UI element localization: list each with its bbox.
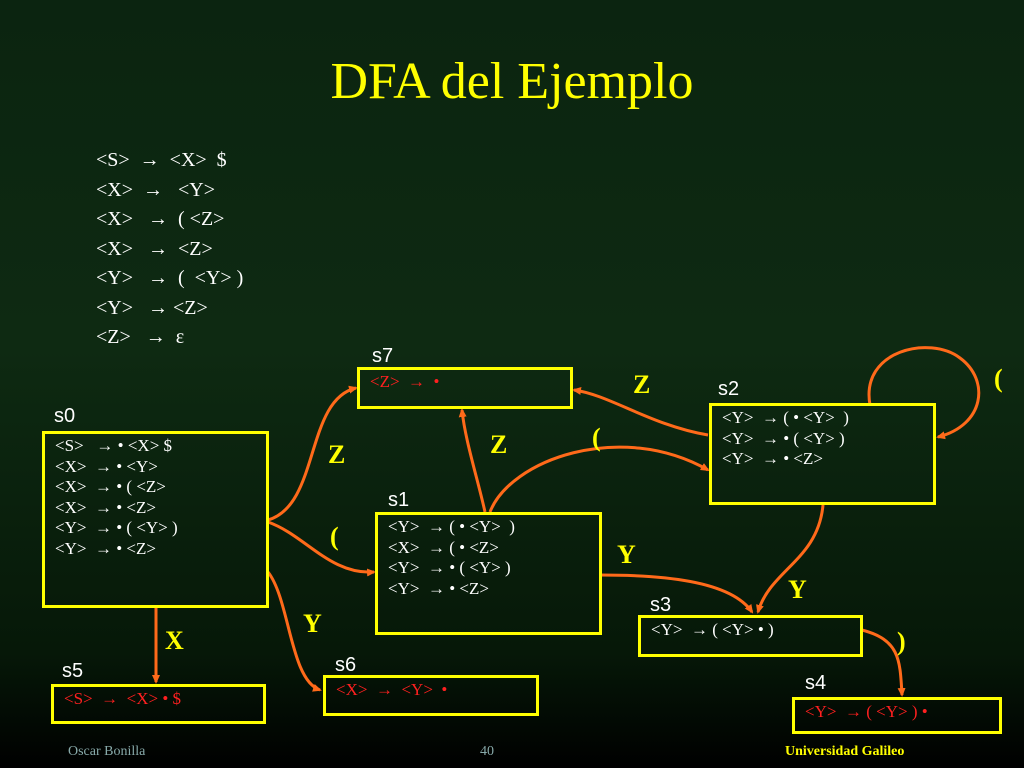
state-label-s0: s0 bbox=[54, 405, 76, 427]
footer-organization: Universidad Galileo bbox=[785, 744, 905, 759]
state-label-s1: s1 bbox=[388, 489, 410, 511]
lr-item-final: <S> → <X> • $ bbox=[64, 689, 182, 708]
edge-label-s3-s4: ) bbox=[897, 627, 906, 656]
state-box-s0: <S> → • <X> $ <X> → • <Y> <X> → • ( <Z> … bbox=[42, 431, 269, 608]
state-label-s5: s5 bbox=[62, 660, 84, 682]
lr-item: <Y> → • ( <Y> ) bbox=[388, 558, 511, 577]
lr-item: <X> → ( • <Z> bbox=[388, 537, 499, 557]
arrow-s2-s7 bbox=[572, 387, 709, 437]
slide-title: DFA del Ejemplo bbox=[330, 53, 694, 110]
state-box-s4: <Y> → ( <Y> ) • bbox=[792, 697, 1002, 734]
lr-item: <Y> → • ( <Y> ) bbox=[55, 518, 178, 537]
state-label-s3: s3 bbox=[650, 594, 672, 616]
arrow-s0-s7 bbox=[267, 385, 358, 522]
lr-item: <X> → • <Z> bbox=[55, 497, 156, 517]
state-box-s3: <Y> → ( <Y> • ) bbox=[638, 615, 863, 657]
grammar-rules: <S> → <X> $ <X> → <Y> <X> → ( <Z> <X> → … bbox=[96, 146, 243, 353]
lr-item: <S> → • <X> $ bbox=[55, 436, 173, 455]
edge-label-s0-s5: X bbox=[165, 626, 184, 655]
edge-label-s1-s3: Y bbox=[617, 540, 636, 569]
lr-item: <Y> → ( • <Y> ) bbox=[388, 517, 515, 536]
grammar-rule: <Y> → ( <Y> ) bbox=[96, 267, 244, 289]
lr-item-final: <Z> → • bbox=[370, 372, 440, 391]
page-number: 40 bbox=[480, 744, 494, 759]
state-box-s7: <Z> → • bbox=[357, 367, 573, 409]
lr-item: <Y> → ( <Y> • ) bbox=[651, 620, 774, 639]
state-box-s2: <Y> → ( • <Y> ) <Y> → • ( <Y> ) <Y> → • … bbox=[709, 403, 936, 505]
edge-label-s0-s6: Y bbox=[303, 609, 322, 638]
arrow-s2-s3 bbox=[756, 504, 825, 614]
grammar-rule: <Y> → <Z> bbox=[96, 296, 208, 319]
state-label-s2: s2 bbox=[718, 378, 740, 400]
grammar-rule: <Z> → ε bbox=[96, 326, 185, 348]
edge-label-s1-s2: ( bbox=[592, 423, 601, 452]
edge-label-s2-s7: Z bbox=[633, 370, 651, 399]
state-label-s6: s6 bbox=[335, 654, 357, 676]
edge-label-s2-s2: ( bbox=[994, 364, 1003, 393]
arrow-s0-s1 bbox=[267, 520, 376, 577]
arrow-s1-s3 bbox=[599, 573, 754, 614]
state-box-s5: <S> → <X> • $ bbox=[51, 684, 266, 724]
edge-label-s0-s1: ( bbox=[330, 522, 339, 551]
arrow-s0-s6 bbox=[266, 571, 322, 692]
lr-item: <X> → • ( <Z> bbox=[55, 477, 166, 496]
grammar-rule: <X> → <Z> bbox=[96, 237, 213, 260]
lr-item: <Y> → • <Z> bbox=[55, 538, 156, 558]
edge-label-s1-s7: Z bbox=[490, 430, 508, 459]
state-label-s4: s4 bbox=[805, 672, 827, 694]
lr-item: <Y> → • <Z> bbox=[722, 449, 823, 468]
arrow-s2-s2 bbox=[867, 346, 981, 440]
lr-item: <Y> → • ( <Y> ) bbox=[722, 428, 845, 448]
grammar-rule: <X> → <Y> bbox=[96, 178, 216, 201]
grammar-rule: <X> → ( <Z> bbox=[96, 208, 225, 230]
arrow-s3-s4 bbox=[861, 628, 906, 697]
lr-item: <Y> → ( • <Y> ) bbox=[722, 408, 849, 427]
lr-item-final: <Y> → ( <Y> ) • bbox=[805, 702, 928, 721]
arrow-s1-s7 bbox=[458, 408, 487, 513]
state-box-s6: <X> → <Y> • bbox=[323, 675, 539, 716]
lr-item: <X> → • <Y> bbox=[55, 456, 158, 476]
lr-item: <Y> → • <Z> bbox=[388, 578, 489, 598]
grammar-rule: <S> → <X> $ bbox=[96, 149, 227, 171]
state-box-s1: <Y> → ( • <Y> ) <X> → ( • <Z> <Y> → • ( … bbox=[375, 512, 602, 635]
edge-label-s2-s3: Y bbox=[788, 575, 807, 604]
edge-label-s0-s7: Z bbox=[328, 440, 346, 469]
footer-author: Oscar Bonilla bbox=[68, 744, 146, 759]
arrow-s1-s2 bbox=[488, 445, 710, 513]
lr-item-final: <X> → <Y> • bbox=[336, 680, 448, 699]
state-label-s7: s7 bbox=[372, 345, 394, 367]
